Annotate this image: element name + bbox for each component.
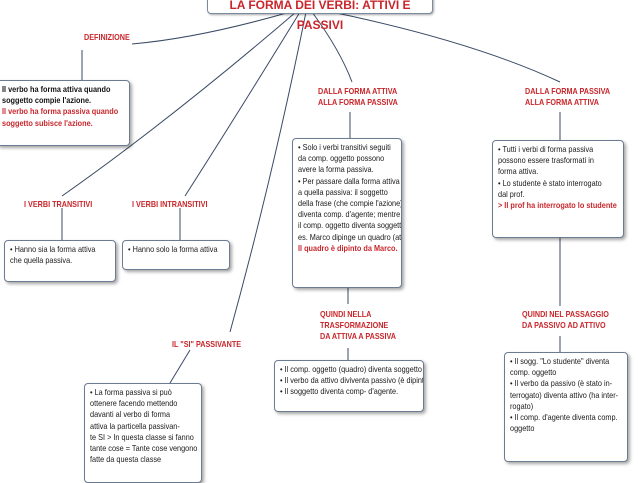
- connector-si: [229, 11, 307, 333]
- label-definizione: DEFINIZIONE: [84, 32, 130, 42]
- connector-attiva-passiva: [311, 11, 353, 83]
- box-passaggio: • Il sogg. "Lo studente" diventa comp. o…: [504, 352, 628, 462]
- map-title: LA FORMA DEI VERBI: ATTIVI E PASSIVI: [207, 0, 433, 32]
- label-attiva-passiva: DALLA FORMA ATTIVA ALLA FORMA PASSIVA: [318, 86, 398, 107]
- connector-intransitivi: [184, 11, 301, 197]
- label-verbi-transitivi: I VERBI TRANSITIVI: [24, 199, 93, 209]
- label-quindi-passaggio: QUINDI NEL PASSAGGIO DA PASSIVO AD ATTIV…: [522, 309, 609, 330]
- box-passiva-attiva: • Tutti i verbi di forma passiva possono…: [492, 140, 624, 238]
- label-quindi-trasformazione: QUINDI NELLA TRASFORMAZIONE DA ATTIVA A …: [320, 309, 397, 341]
- box-definizione: Il verbo ha forma attiva quando soggetto…: [0, 80, 130, 146]
- box-trasformazione: • Il comp. oggetto (quadro) diventa sogg…: [274, 360, 424, 412]
- connector-definizione: [131, 11, 291, 45]
- box-si-passivante: • La forma passiva si può ottenere facen…: [84, 383, 202, 483]
- connector-si-box: [169, 349, 191, 384]
- box-verbi-transitivi: • Hanno sia la forma attiva che quella p…: [4, 240, 116, 282]
- label-passiva-attiva: DALLA FORMA PASSIVA ALLA FORMA ATTIVA: [525, 86, 611, 107]
- label-si-passivante: IL "SI" PASSIVANTE: [172, 339, 242, 349]
- connector-transitivi: [61, 11, 297, 197]
- connector-passiva-attiva: [321, 9, 561, 83]
- label-verbi-intransitivi: I VERBI INTRANSITIVI: [132, 199, 208, 209]
- box-verbi-intransitivi: • Hanno solo la forma attiva: [122, 240, 230, 270]
- box-attiva-passiva: • Solo i verbi transitivi seguiti da com…: [292, 138, 402, 288]
